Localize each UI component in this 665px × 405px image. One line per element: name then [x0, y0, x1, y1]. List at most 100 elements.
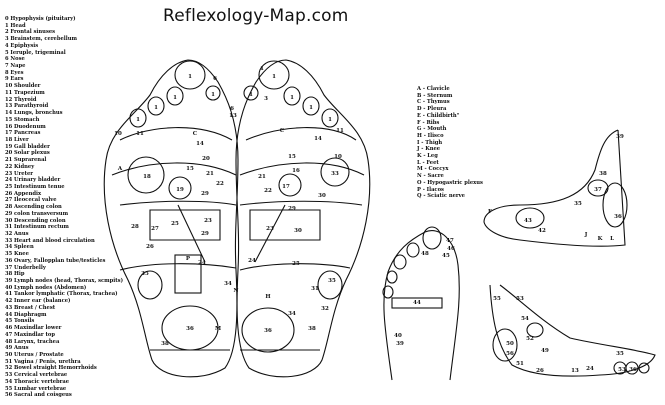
legend-number-item: 37 Underbelly	[5, 264, 46, 271]
legend-number-item: 46 Maxindlar lower	[5, 325, 62, 332]
legend-number-item: 35 Knee	[5, 251, 29, 258]
zone-label: 30	[318, 193, 326, 199]
legend-letter-item: D - Pleura	[417, 106, 447, 113]
legend-number-item: 18 Liver	[5, 136, 29, 143]
legend-number-item: 21 Suprarenal	[5, 157, 47, 164]
legend-letter-item: I - Thigh	[417, 139, 443, 146]
legend-number-item: 55 Lumbar vertebrae	[5, 385, 67, 392]
zone-label: 1	[188, 74, 192, 80]
zone-label: 46	[447, 246, 455, 252]
legend-letter-item: N - Sacre	[417, 173, 444, 180]
zone-label: 16	[292, 168, 300, 174]
legend-number-item: 30 Descending colon	[5, 217, 66, 224]
legend-number-item: 19 Gall bladder	[5, 143, 50, 150]
legend-letter-item: Q - Sciatic nerve	[417, 193, 465, 200]
zone-label: F	[488, 209, 492, 215]
zone-label: 23	[266, 226, 274, 232]
zone-label: 24	[586, 366, 594, 372]
top-foot	[382, 226, 460, 381]
legend-number-item: 22 Kidney	[5, 163, 35, 170]
legend-number-item: 2 Frontal sinuses	[5, 29, 56, 36]
zone-label: 31	[311, 286, 319, 292]
zone-label: 45	[442, 253, 450, 259]
zone-label: 1	[154, 105, 158, 111]
zone-label: 21	[206, 171, 214, 177]
zone-label: 25	[171, 221, 179, 227]
legend-number-item: 17 Pancreas	[5, 130, 41, 137]
zone-label: 23	[204, 218, 212, 224]
legend-number-item: 15 Stomach	[5, 116, 40, 123]
legend-number-item: 0 Hypophysis (pituitary)	[5, 16, 76, 22]
legend-letter-item: G - Mouth	[417, 126, 447, 133]
legend-number-item: 38 Hip	[5, 271, 25, 278]
zone-label: 50	[506, 341, 514, 347]
zone-label: 13	[229, 113, 237, 119]
zone-label: 1	[260, 66, 264, 72]
legend-letter-item: H - Ilisco	[417, 132, 444, 139]
legend-letter-item: P - Ilacos	[417, 186, 444, 193]
zone-label: 25	[292, 261, 300, 267]
legend-number-item: 36 Ovary, Fallopplan tube/testicles	[5, 257, 106, 264]
zone-label: 1	[272, 74, 276, 80]
legend-number-item: 23 Ureter	[5, 170, 34, 177]
legend-number-item: 16 Duodenum	[5, 123, 46, 130]
legend-number-item: 54 Thoracic vertebrae	[5, 378, 70, 385]
legend-number-item: 53 Cervical vertebrae	[5, 372, 68, 379]
zone-label: 1	[328, 117, 332, 123]
zone-label: 1	[309, 105, 313, 111]
legend-number-item: 28 Ascending colon	[5, 204, 62, 211]
side-foot-top	[483, 129, 628, 247]
zone-label: 10	[114, 131, 122, 137]
legend-number-item: 43 Breast / Chest	[5, 304, 56, 311]
legend-number-item: 13 Parathyroid	[5, 103, 49, 110]
zone-label: 52	[526, 336, 534, 342]
zone-label: 24	[198, 260, 206, 266]
site-title: Reflexology-Map.com	[163, 6, 349, 26]
side-foot-bottom	[489, 284, 656, 377]
legend-number-item: 25 Intestinum tenue	[5, 183, 65, 190]
legend-number-item: 41 Tankor lymphatic (Thorax, trachea)	[5, 291, 118, 298]
zone-label: 18	[143, 174, 151, 180]
zone-label: N	[233, 288, 238, 294]
legend-number-item: 6 Nose	[5, 56, 25, 63]
zone-label: 3	[264, 96, 268, 102]
zone-label: 53	[516, 296, 524, 302]
legend-number-item: 27 Ileocecal valve	[5, 197, 57, 204]
zone-label: 42	[538, 228, 546, 234]
zone-label: 17	[282, 184, 290, 190]
zone-label: C	[193, 131, 198, 137]
zone-label: 1	[211, 92, 215, 98]
legend-letter-item: B - Sternum	[417, 92, 453, 99]
legend-number-item: 1 Head	[5, 22, 26, 29]
zone-label: 1	[290, 95, 294, 101]
legend-number-item: 33 Heart and blood circulation	[5, 237, 95, 244]
zone-label: 11	[136, 131, 144, 137]
zone-label: 40	[394, 333, 402, 339]
zone-label: 11	[336, 128, 344, 134]
zone-label: 26	[536, 368, 544, 374]
zone-label: 37	[594, 187, 602, 193]
legend-number-item: 3 Brainstem, cerebellum	[5, 36, 77, 43]
zone-label: 21	[258, 174, 266, 180]
zone-label: P	[186, 256, 190, 262]
zone-label: 29	[288, 206, 296, 212]
legend-number-item: 5 Ieruple, trigeminal	[5, 49, 66, 56]
zone-label: 14	[196, 141, 204, 147]
legend-number-item: 8 Eyes	[5, 69, 24, 76]
zone-label: 27	[151, 226, 159, 232]
zone-label: 53	[618, 367, 626, 373]
legend-letter-item: A - Clavicle	[417, 86, 450, 92]
legend-number-item: 47 Maxindlar top	[5, 331, 55, 338]
left-sole	[103, 59, 239, 378]
legend-letter-item: F - Ribs	[417, 119, 440, 126]
legend-number-item: 40 Lymph nodes (Abdomen)	[5, 284, 87, 291]
zone-label: 36	[629, 367, 637, 373]
zone-label: 47	[446, 238, 454, 244]
legend-number-item: 49 Anus	[5, 345, 29, 352]
zone-label: 14	[314, 136, 322, 142]
zone-label: M	[215, 326, 221, 332]
